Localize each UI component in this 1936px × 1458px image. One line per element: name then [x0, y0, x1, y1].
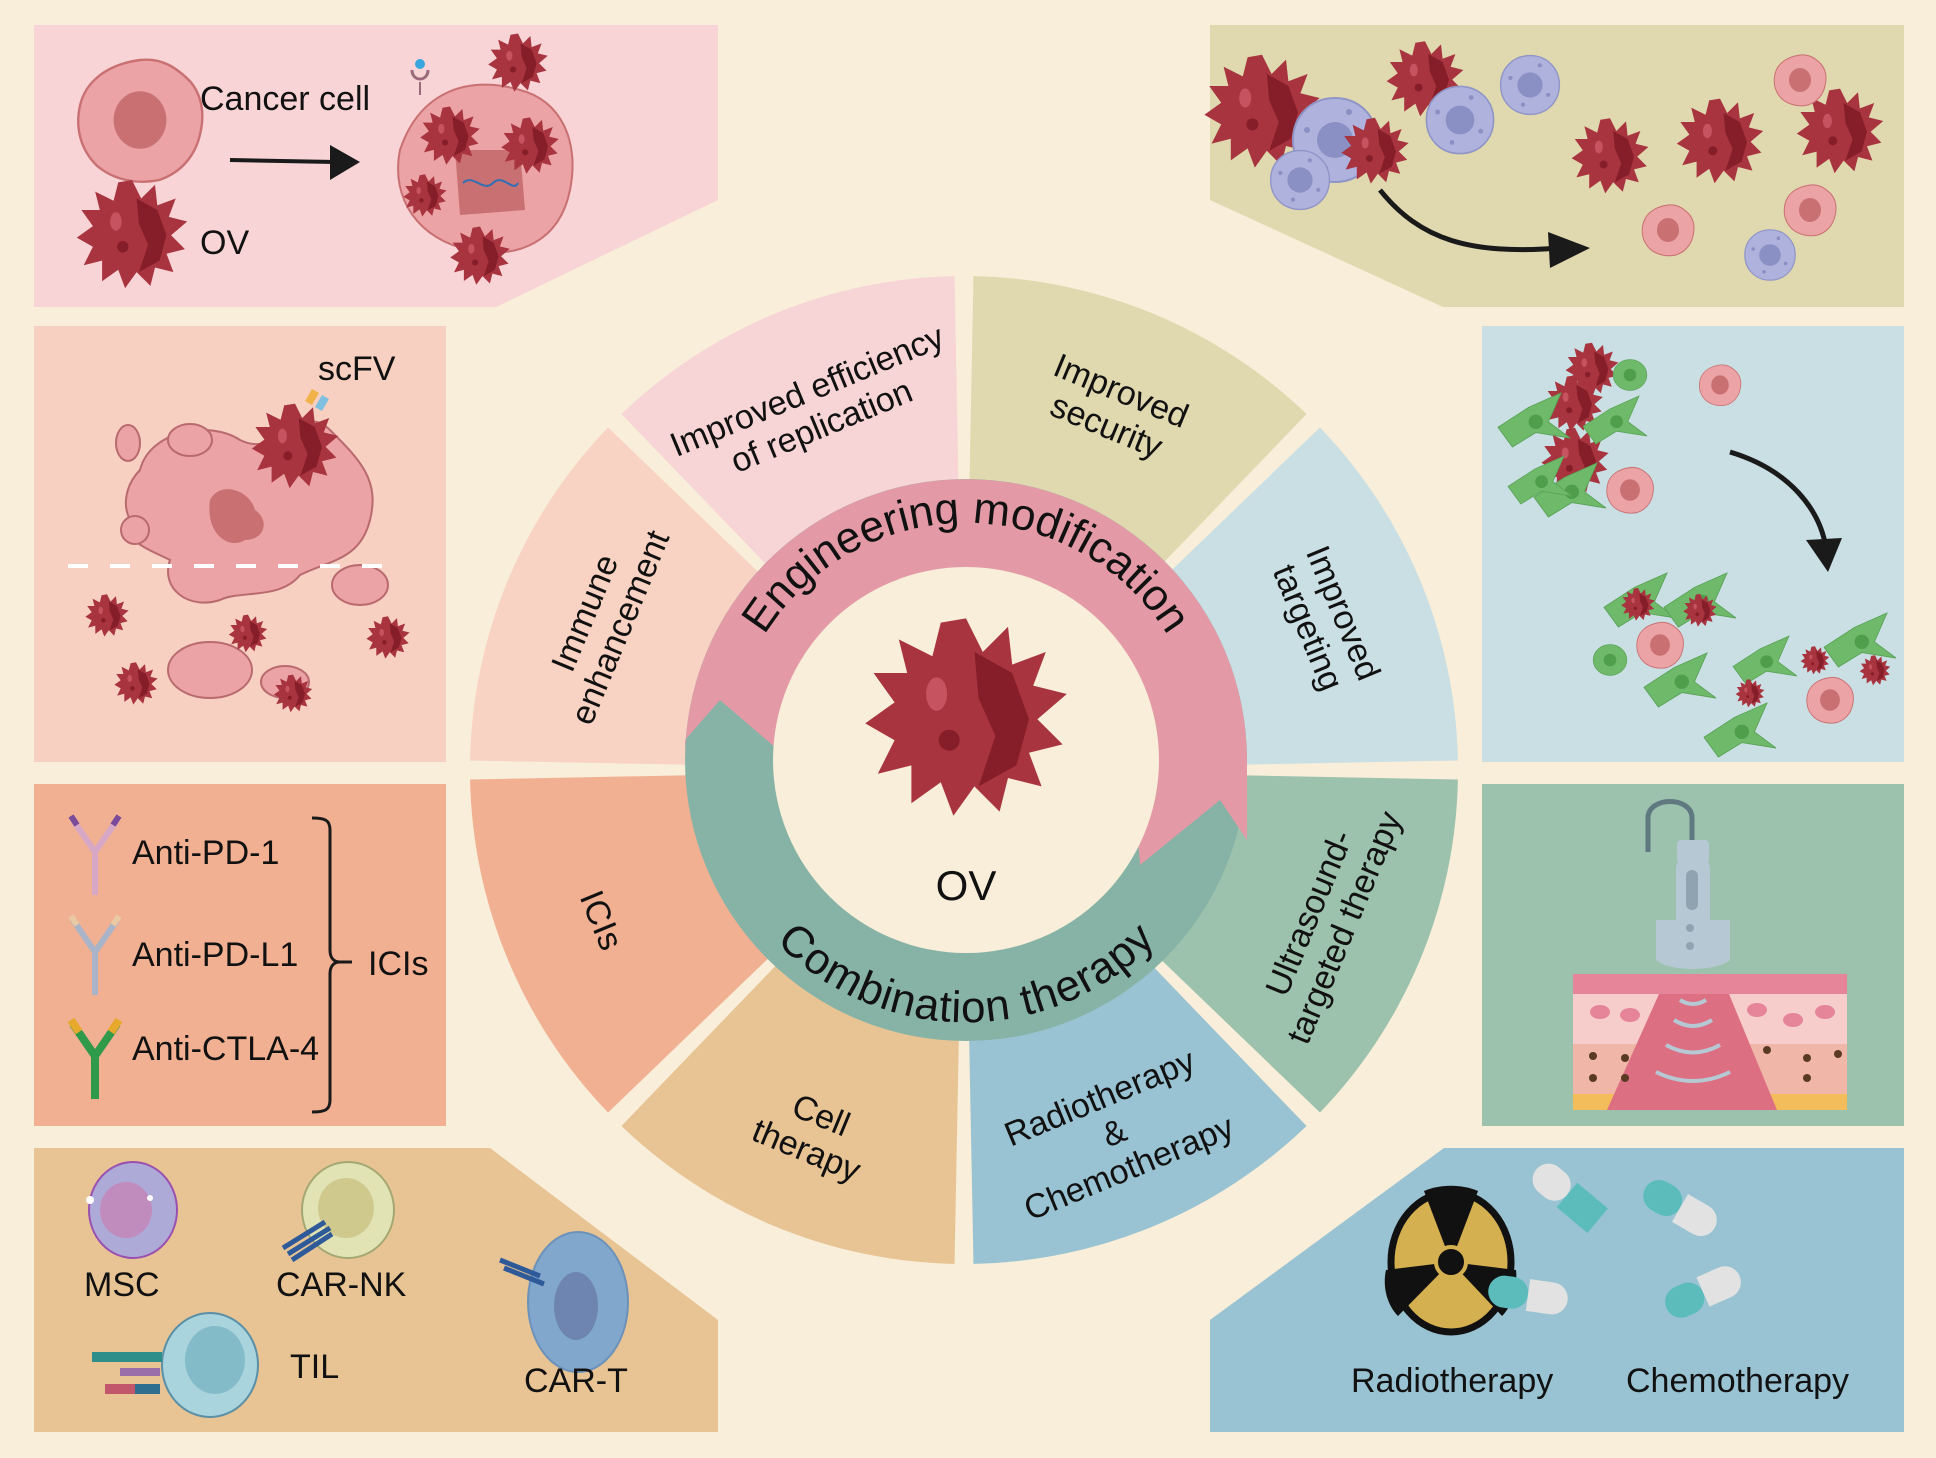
cancer-cell-icon [77, 58, 204, 184]
car-t-label: CAR-T [524, 1362, 628, 1400]
msc-cell-icon [86, 1161, 178, 1259]
antibody-anti-pd-l1-icon [68, 914, 122, 995]
cancer-cell-label: Cancer cell [200, 80, 370, 118]
anti-pd-l1-label: Anti-PD-L1 [132, 936, 298, 974]
msc-label: MSC [84, 1266, 160, 1304]
segment-label: Celltherapy [747, 1076, 881, 1190]
chemotherapy-label: Chemotherapy [1626, 1362, 1849, 1400]
car-t-cell-icon [499, 1231, 629, 1373]
segment-shape [969, 964, 1307, 1264]
panel-immune-enhancement: scFV [34, 326, 446, 762]
til-label: TIL [290, 1348, 339, 1386]
panel-ultrasound [1482, 784, 1904, 1126]
segment-shape [470, 427, 770, 765]
til-cell-icon [92, 1312, 259, 1418]
segment-shape [1158, 775, 1458, 1113]
segment-icis: ICIs [470, 775, 770, 1113]
scfv-icon [305, 388, 329, 412]
ov-label: OV [200, 224, 249, 262]
pills-icon [1488, 1163, 1741, 1318]
segment-shape [621, 964, 959, 1264]
radiotherapy-label: Radiotherapy [1351, 1362, 1553, 1400]
panel-radio-chemo: Radiotherapy Chemotherapy [1210, 1148, 1904, 1432]
panel-icis: Anti-PD-1 Anti-PD-L1 Anti-CTLA-4 ICIs [34, 784, 446, 1126]
inner-ring: Engineering modification Combination the… [685, 479, 1247, 1041]
panel-security [1204, 25, 1904, 307]
panel-replication: Cancer cell OV [34, 25, 718, 307]
antibody-anti-ctla-4-icon [67, 1017, 123, 1099]
car-nk-label: CAR-NK [276, 1266, 407, 1304]
skin-tissue-icon [1573, 974, 1847, 1110]
segment-ultrasound: Ultrasound-targeted therapy [1158, 775, 1458, 1113]
segment-cell-therapy: Celltherapy [621, 964, 959, 1264]
ultrasound-probe-icon [1645, 799, 1730, 969]
panel-cell-therapy: MSC CAR-NK TIL CAR-T [34, 1148, 718, 1432]
icis-group-label: ICIs [368, 945, 428, 983]
anti-pd-1-label: Anti-PD-1 [132, 834, 279, 872]
panel-targeting [1482, 326, 1904, 762]
ov-center-label: OV [936, 862, 997, 909]
car-nk-cell-icon [281, 1161, 395, 1263]
arrow-curved-down-icon [1729, 449, 1842, 572]
anti-ctla-4-label: Anti-CTLA-4 [132, 1030, 319, 1068]
infected-cell-icon [397, 33, 574, 285]
segment-shape [470, 775, 770, 1113]
segment-immune: Immuneenhancement [470, 427, 770, 765]
scfv-label: scFV [318, 350, 396, 388]
arrow-curved-icon [1378, 188, 1590, 268]
antibody-anti-pd-1-icon [68, 814, 122, 895]
arrow-right-icon [229, 145, 360, 180]
